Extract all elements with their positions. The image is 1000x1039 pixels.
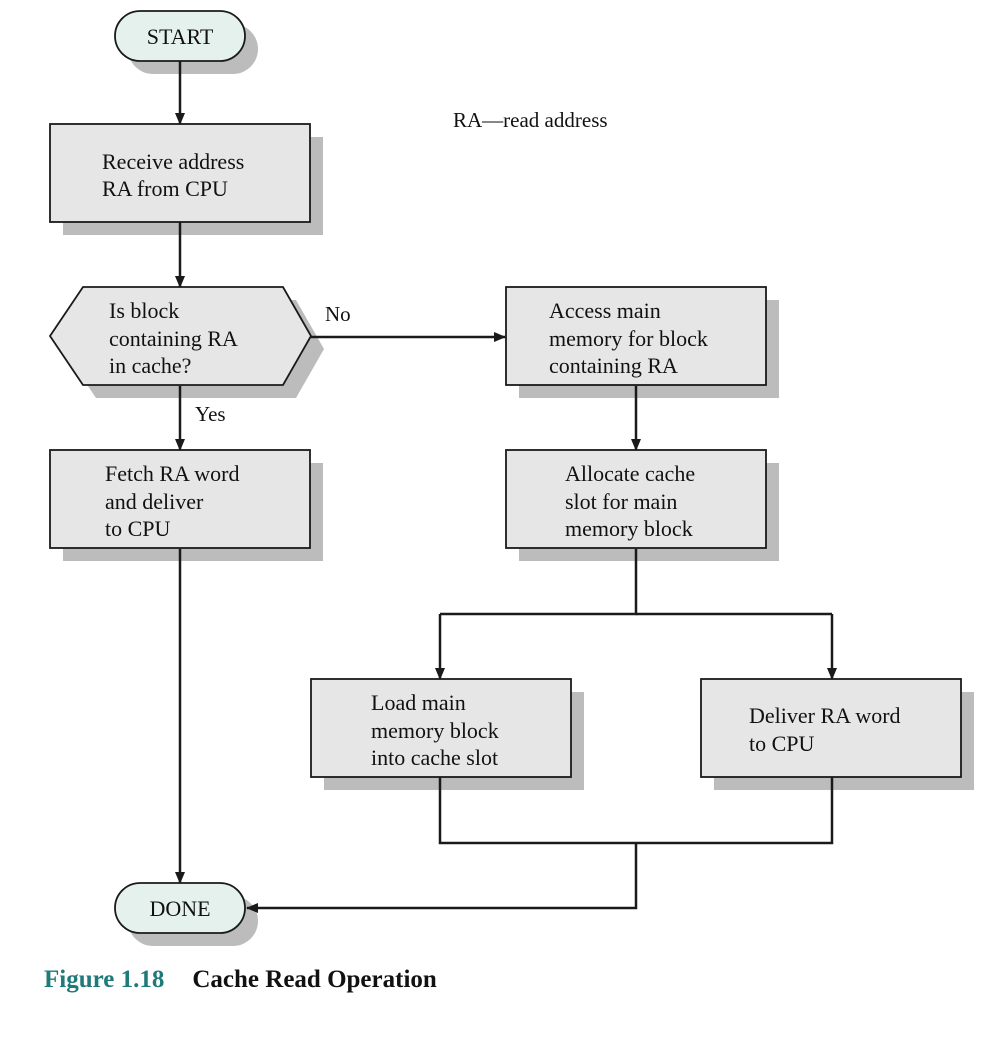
access-label: Access main memory for block containing … [549,298,713,378]
edge-label-no: No [325,302,351,326]
allocate-label: Allocate cache slot for main memory bloc… [565,461,701,541]
deliver-word-box [700,678,962,778]
deliver-label: Deliver RA word to CPU [749,703,906,756]
figure-number: Figure 1.18 [44,966,165,993]
edge-merge-done [246,843,638,913]
access-line-2: memory for block [549,326,708,351]
access-line-3: containing RA [549,353,678,378]
access-memory-box [505,286,767,386]
fetch-line-1: Fetch RA word [105,461,239,486]
start-terminal [114,10,246,62]
connectors [175,60,837,913]
fetch-line-2: and deliver [105,489,204,514]
load-line-1: Load main [371,690,466,715]
load-line-2: memory block [371,718,499,743]
allocate-line-1: Allocate cache [565,461,695,486]
flowchart: START Receive address RA from CPU Is blo… [48,10,974,946]
fetch-label: Fetch RA word and deliver to CPU [105,461,245,541]
receive-line-1: Receive address [102,149,244,174]
decision-line-2: containing RA [109,326,238,351]
receive-label: Receive address RA from CPU [102,149,250,201]
decision-label: Is block containing RA in cache? [109,298,242,378]
done-label: DONE [149,896,210,921]
done-terminal [114,882,246,934]
decision-line-3: in cache? [109,353,191,378]
edge-label-yes: Yes [195,402,226,426]
deliver-line-2: to CPU [749,731,815,756]
load-block-box [310,678,572,778]
access-line-1: Access main [549,298,661,323]
legend-note: RA—read address [453,108,608,132]
receive-address-box [49,123,311,223]
decision-line-1: Is block [109,298,179,323]
deliver-line-1: Deliver RA word [749,703,901,728]
figure-caption: Figure 1.18 Cache Read Operation [44,966,437,994]
receive-line-2: RA from CPU [102,176,228,201]
start-label: START [147,24,214,49]
allocate-line-3: memory block [565,516,693,541]
figure-title: Cache Read Operation [192,966,437,993]
allocate-slot-box [505,449,767,549]
load-label: Load main memory block into cache slot [371,690,504,770]
fetch-line-3: to CPU [105,516,171,541]
decision-hexagon [48,286,313,386]
allocate-line-2: slot for main [565,489,677,514]
load-line-3: into cache slot [371,745,498,770]
fetch-word-box [49,449,311,549]
